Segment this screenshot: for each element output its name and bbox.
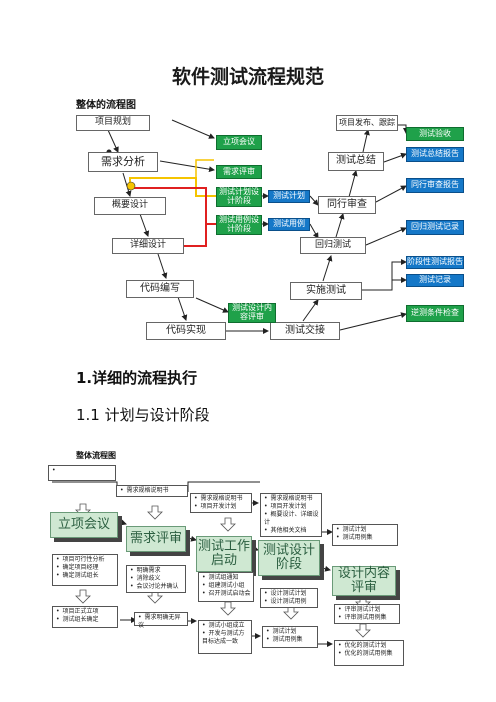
stage-kickoff-meeting: 立项会议 xyxy=(50,512,118,538)
output-test-summary-report: 测试总结报告 xyxy=(406,147,464,162)
node-project-plan: 项目规划 xyxy=(76,115,150,131)
note-eval-output-2: 优化的测试用例集 xyxy=(338,650,401,658)
stage-requirement-review: 需求评审 xyxy=(126,526,186,552)
green-design-review: 测试设计内容评审 xyxy=(228,303,276,323)
blue-test-case: 测试用例 xyxy=(268,218,310,231)
note-review-input-1: 需求规格说明书 xyxy=(194,495,249,503)
output-test-acceptance: 测试验收 xyxy=(406,127,464,141)
output-regression-record: 回归测试记录 xyxy=(406,220,464,235)
note-kickoff-tasks: 项目可行性分析 确定项目经理 确定测试组长 xyxy=(52,554,118,586)
output-peer-review-report: 同行审查报告 xyxy=(406,178,464,193)
note-kickoff-outputs: 项目正式立项 测试组长确定 xyxy=(52,606,118,628)
section-flow-label: 整体流程图 xyxy=(76,450,116,460)
note-review-task-2: 消除歧义 xyxy=(130,575,183,583)
note-kickoff-output-1: 项目正式立项 xyxy=(56,608,115,616)
section-heading-1-1: 1.1 计划与设计阶段 xyxy=(76,406,210,424)
note-launch-tasks: 测试组通知 组建测试小组 召开测试启动会 xyxy=(198,572,254,602)
note-design-tasks: 设计测试计划 设计测试用例 xyxy=(260,588,318,608)
stage-test-design: 测试设计阶段 xyxy=(258,540,320,576)
green-kickoff-meeting: 立项会议 xyxy=(216,135,262,150)
node-release-track: 项目发布、跟踪 xyxy=(336,115,398,131)
output-stage-report: 阶段性测试报告 xyxy=(406,256,464,269)
overall-flow-label: 整体的流程图 xyxy=(76,100,136,111)
note-plan-input-1: 测试计划 xyxy=(336,526,395,534)
note-review-outputs: 需求明确无异议 xyxy=(134,612,188,629)
node-code-writing: 代码编写 xyxy=(126,280,194,298)
note-kickoff-task-3: 确定测试组长 xyxy=(56,572,115,580)
note-kickoff-task-2: 确定项目经理 xyxy=(56,564,115,572)
note-eval-tasks: 评审测试计划 评审测试用例集 xyxy=(334,604,400,624)
stage-test-launch: 测试工作启动 xyxy=(196,536,252,572)
node-test-handover: 测试交接 xyxy=(270,322,340,340)
note-launch-output-2: 开发与测试方目标达成一致 xyxy=(202,630,249,646)
output-reverse-check: 逆测条件检查 xyxy=(406,305,464,322)
note-requirement-doc: 需求规格说明书 xyxy=(116,485,188,497)
note-eval-task-2: 评审测试用例集 xyxy=(338,614,397,622)
note-design-output-1: 测试计划 xyxy=(266,628,315,636)
note-design-task-1: 设计测试计划 xyxy=(264,590,315,598)
page-title: 软件测试流程规范 xyxy=(171,66,324,88)
note-design-input-4: 其他相关文档 xyxy=(264,527,319,535)
note-launch-output-1: 测试小组成立 xyxy=(202,622,249,630)
section-heading-1: 1.详细的流程执行 xyxy=(76,369,198,387)
node-regression-test: 回归测试 xyxy=(300,237,366,254)
node-execute-test: 实施测试 xyxy=(290,282,362,300)
note-design-input-3: 概要设计、详细设计 xyxy=(264,511,319,527)
note-review-output-1: 需求明确无异议 xyxy=(138,614,185,630)
stage-design-review: 设计内容评审 xyxy=(332,566,396,596)
green-test-plan-design: 测试计划设计阶段 xyxy=(216,187,262,207)
note-launch-task-3: 召开测试启动会 xyxy=(202,590,251,598)
node-peer-review: 同行审查 xyxy=(318,196,376,214)
note-design-input-1: 需求规格说明书 xyxy=(264,495,319,503)
note-design-outputs: 测试计划 测试用例集 xyxy=(262,626,318,648)
note-design-inputs: 需求规格说明书 项目开发计划 概要设计、详细设计 其他相关文档 xyxy=(260,493,322,537)
note-launch-outputs: 测试小组成立 开发与测试方目标达成一致 xyxy=(198,620,252,654)
note-launch-task-1: 测试组通知 xyxy=(202,574,251,582)
note-review-inputs: 需求规格说明书 项目开发计划 xyxy=(190,493,252,513)
node-outline-design: 概要设计 xyxy=(94,197,166,215)
note-design-task-2: 设计测试用例 xyxy=(264,598,315,606)
flow2-top-note xyxy=(48,465,116,481)
note-kickoff-task-1: 项目可行性分析 xyxy=(56,556,115,564)
note-kickoff-output-2: 测试组长确定 xyxy=(56,616,115,624)
flow2-top-note-item xyxy=(52,467,113,475)
note-review-input-2: 项目开发计划 xyxy=(194,503,249,511)
green-requirement-review: 需求评审 xyxy=(216,165,262,179)
note-req-item: 需求规格说明书 xyxy=(120,487,185,495)
output-test-record: 测试记录 xyxy=(406,274,464,287)
note-plan-input-2: 测试用例集 xyxy=(336,534,395,542)
note-review-task-3: 会议讨论并确认 xyxy=(130,583,183,591)
note-design-output-2: 测试用例集 xyxy=(266,636,315,644)
note-review-tasks: 明确需求 消除歧义 会议讨论并确认 xyxy=(126,565,186,593)
note-design-input-2: 项目开发计划 xyxy=(264,503,319,511)
note-eval-outputs: 优化的测试计划 优化的测试用例集 xyxy=(334,640,404,666)
blue-test-plan: 测试计划 xyxy=(268,190,310,203)
node-code-implementation: 代码实现 xyxy=(146,322,226,340)
note-review-task-1: 明确需求 xyxy=(130,567,183,575)
note-eval-output-1: 优化的测试计划 xyxy=(338,642,401,650)
green-test-case-design: 测试用例设计阶段 xyxy=(216,215,262,235)
node-test-summary: 测试总结 xyxy=(328,152,384,171)
note-plan-inputs: 测试计划 测试用例集 xyxy=(332,524,398,546)
node-requirement-analysis: 需求分析 xyxy=(88,152,158,172)
note-eval-task-1: 评审测试计划 xyxy=(338,606,397,614)
node-detail-design: 详细设计 xyxy=(112,238,184,254)
note-launch-task-2: 组建测试小组 xyxy=(202,582,251,590)
